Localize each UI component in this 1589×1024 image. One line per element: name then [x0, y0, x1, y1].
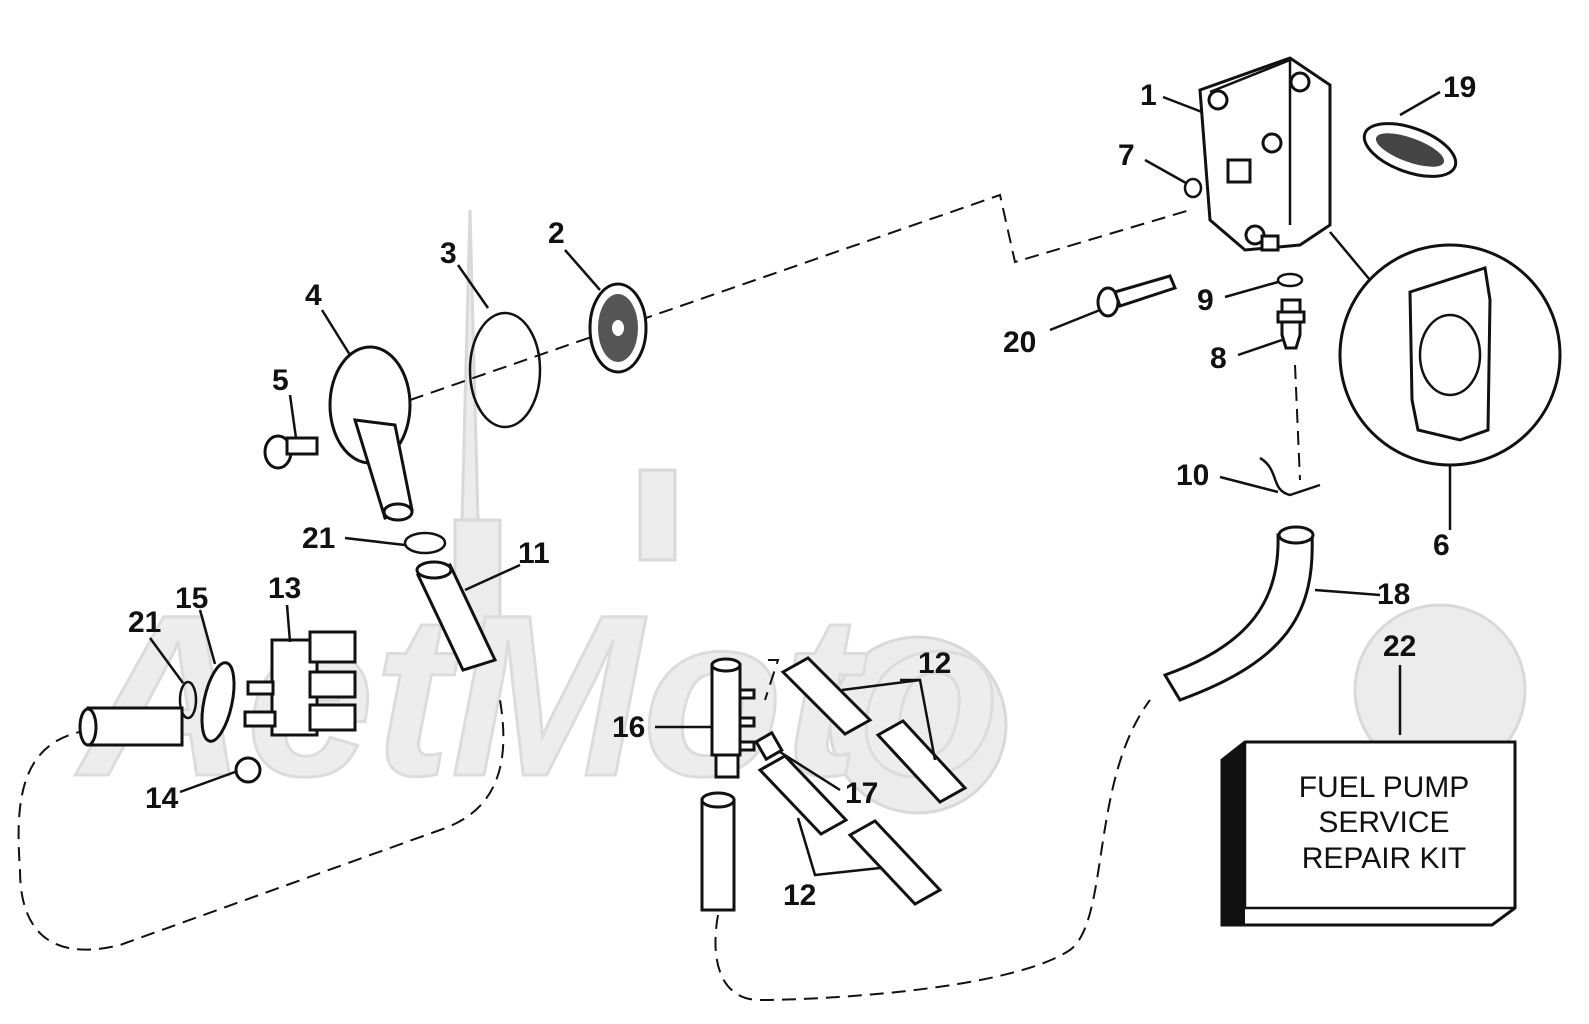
- callout-12a: 12: [918, 647, 951, 680]
- clip-10: [1259, 456, 1321, 497]
- pump-body: [1198, 56, 1332, 252]
- kit-label-line2: SERVICE: [1318, 806, 1449, 839]
- o-ring-9: [1276, 272, 1304, 288]
- gasket-detail-6: [1329, 231, 1562, 530]
- o-ring-3: [468, 311, 542, 429]
- callout-8: 8: [1210, 342, 1227, 375]
- callout-15: 15: [175, 582, 208, 615]
- callout-14: 14: [145, 782, 179, 815]
- callout-10: 10: [1176, 459, 1209, 492]
- callout-21a: 21: [302, 522, 335, 555]
- callout-17: 17: [845, 777, 878, 810]
- kit-label-line3: REPAIR KIT: [1302, 842, 1466, 875]
- callout-18: 18: [1377, 578, 1410, 611]
- hoses-12: [757, 656, 968, 906]
- callout-21b: 21: [128, 606, 161, 639]
- callout-19: 19: [1443, 71, 1476, 104]
- o-ring-7: [1183, 177, 1203, 199]
- alignment-lines: [17, 193, 1301, 1002]
- callout-numbers: 1 19 7 9 20 8 10 6 18 22 2 3 4 5 21 11 1…: [128, 71, 1476, 912]
- kit-label-line1: FUEL PUMP: [1299, 771, 1470, 804]
- fitting-8: [1276, 298, 1306, 350]
- hose-18: [1162, 533, 1314, 702]
- callout-3: 3: [440, 237, 457, 270]
- leader-lines: [148, 90, 1441, 877]
- callout-9: 9: [1197, 284, 1214, 317]
- callout-16: 16: [612, 711, 645, 744]
- fitting-block-13: [243, 630, 357, 737]
- washer-21a: [403, 531, 447, 555]
- callout-13: 13: [268, 572, 301, 605]
- tee-fitting-16: [710, 657, 756, 779]
- screw-5: [263, 434, 319, 470]
- callout-5: 5: [272, 364, 289, 397]
- cover-4: [328, 345, 414, 522]
- screw-14: [234, 756, 262, 784]
- callout-1: 1: [1140, 79, 1157, 112]
- callout-20: 20: [1003, 326, 1036, 359]
- repair-kit-box: FUEL PUMP SERVICE REPAIR KIT: [1220, 740, 1517, 927]
- callout-7: 7: [1118, 139, 1135, 172]
- hose-left: [86, 706, 184, 747]
- gasket-19-holes: [1375, 133, 1445, 167]
- plate-15: [200, 661, 236, 743]
- callout-12b: 12: [783, 879, 816, 912]
- callout-4: 4: [305, 279, 322, 312]
- callout-11: 11: [518, 537, 550, 570]
- callout-6: 6: [1433, 529, 1450, 562]
- hose-16-lower: [700, 798, 736, 912]
- callout-2: 2: [548, 217, 565, 250]
- washer-21b: [178, 680, 198, 720]
- callout-22: 22: [1383, 630, 1416, 663]
- screw-20: [1096, 274, 1178, 318]
- cap-17: [754, 730, 784, 762]
